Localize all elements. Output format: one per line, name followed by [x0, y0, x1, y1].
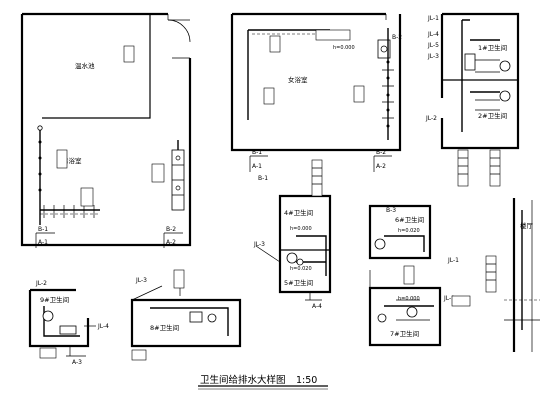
plan-toilet-6-7: B-3 6#卫生间 7#卫生间 h=0.020 h=0.000 JL-1 JL-…: [368, 204, 471, 347]
room-label-toilet-4: 4#卫生间: [284, 208, 313, 217]
elevation-note: h=0.000: [398, 296, 420, 302]
section-mark: JL-4: [97, 323, 109, 330]
section-mark: JL-2: [35, 280, 47, 287]
valve-icon: [38, 172, 42, 176]
toilet-icon: [464, 53, 476, 71]
washbasin-icon: [189, 311, 203, 323]
section-mark: B-2: [376, 149, 386, 156]
room-label-womens: 女浴室: [288, 75, 308, 84]
title-block: 卫生间给排水大样图 1:50: [198, 374, 328, 390]
toilet-bowl-icon: [406, 306, 418, 318]
elevation-note: h=0.000: [290, 226, 312, 232]
plan-toilet-4-5: B-1 4#卫生间 5#卫生间 h=0.000 h=0.020 JL-3 A-4: [253, 159, 332, 310]
section-mark: JL-2: [425, 115, 437, 122]
section-mark: JL-3: [427, 53, 439, 60]
section-mark: B-1: [38, 226, 48, 233]
toilet-bowl-icon: [286, 252, 298, 264]
drawing-scale: 1:50: [296, 375, 317, 386]
section-mark: A-2: [376, 163, 386, 170]
plan-corridor: 楼厅: [485, 198, 540, 352]
toilet-bowl-icon: [499, 60, 511, 72]
section-mark: JL-3: [253, 241, 265, 248]
section-mark: JL-1: [427, 15, 439, 22]
section-mark: JL-3: [135, 277, 147, 284]
valve-icon: [38, 156, 42, 160]
section-mark: JL-5: [427, 42, 439, 49]
room-label-toilet-7: 7#卫生间: [390, 329, 419, 338]
section-mark: B-3: [386, 207, 396, 214]
section-mark: B-2: [392, 34, 402, 41]
toilet-bowl-icon: [42, 310, 54, 322]
section-mark: A-2: [166, 239, 176, 246]
riser-icon: [37, 125, 43, 131]
toilet-bowl-icon: [374, 238, 386, 250]
section-mark: B-1: [258, 175, 268, 182]
toilet-bowl-icon: [499, 90, 511, 102]
section-mark: A-4: [312, 303, 322, 310]
plan-mens-bath: 温水池 男浴室 B-1 A-1 B-2 A-2: [20, 12, 192, 248]
drawing-title: 卫生间给排水大样图: [200, 374, 286, 386]
room-label-toilet-1: 1#卫生间: [478, 43, 507, 52]
washbasin-icon: [59, 325, 77, 335]
room-label-toilet-5: 5#卫生间: [284, 278, 313, 287]
section-mark: A-1: [38, 239, 48, 246]
room-label-toilet-2: 2#卫生间: [478, 111, 507, 120]
room-label-toilet-9: 9#卫生间: [40, 295, 69, 304]
room-label-corridor: 楼厅: [520, 221, 534, 230]
section-mark: B-2: [166, 226, 176, 233]
room-label-toilet-6: 6#卫生间: [395, 215, 424, 224]
section-mark: JL-4: [427, 31, 439, 38]
plan-womens-bath: h=0.000 女浴室 B-1 A-1 B-2 A-2 B-2: [230, 12, 402, 172]
plan-toilet-9: JL-2 9#卫生间 JL-4 A-3: [28, 280, 109, 366]
elevation-note: h=0.000: [333, 45, 355, 51]
floor-drain-icon: [175, 185, 181, 191]
elevation-note: h=0.020: [290, 266, 312, 272]
section-mark: A-1: [252, 163, 262, 170]
valve-icon: [38, 188, 42, 192]
section-mark: A-3: [72, 359, 82, 366]
plan-toilet-8: JL-3 8#卫生间: [130, 269, 242, 361]
washbasin-icon: [377, 39, 391, 59]
room-label-mens: 男浴室: [62, 156, 82, 165]
toilet-bowl-icon: [207, 313, 217, 323]
floor-drain-icon: [175, 155, 181, 161]
room-label-toilet-8: 8#卫生间: [150, 323, 179, 332]
section-mark: B-1: [252, 149, 262, 156]
section-mark: JL-1: [443, 295, 455, 302]
section-mark: JL-1: [447, 257, 459, 264]
valve-icon: [38, 140, 42, 144]
elevation-note: h=0.020: [398, 228, 420, 234]
plan-toilet-1-2: JL-1 JL-4 JL-5 JL-3 JL-2 1#卫生间 2#卫生间: [425, 12, 520, 187]
room-label-pool: 温水池: [75, 61, 95, 70]
